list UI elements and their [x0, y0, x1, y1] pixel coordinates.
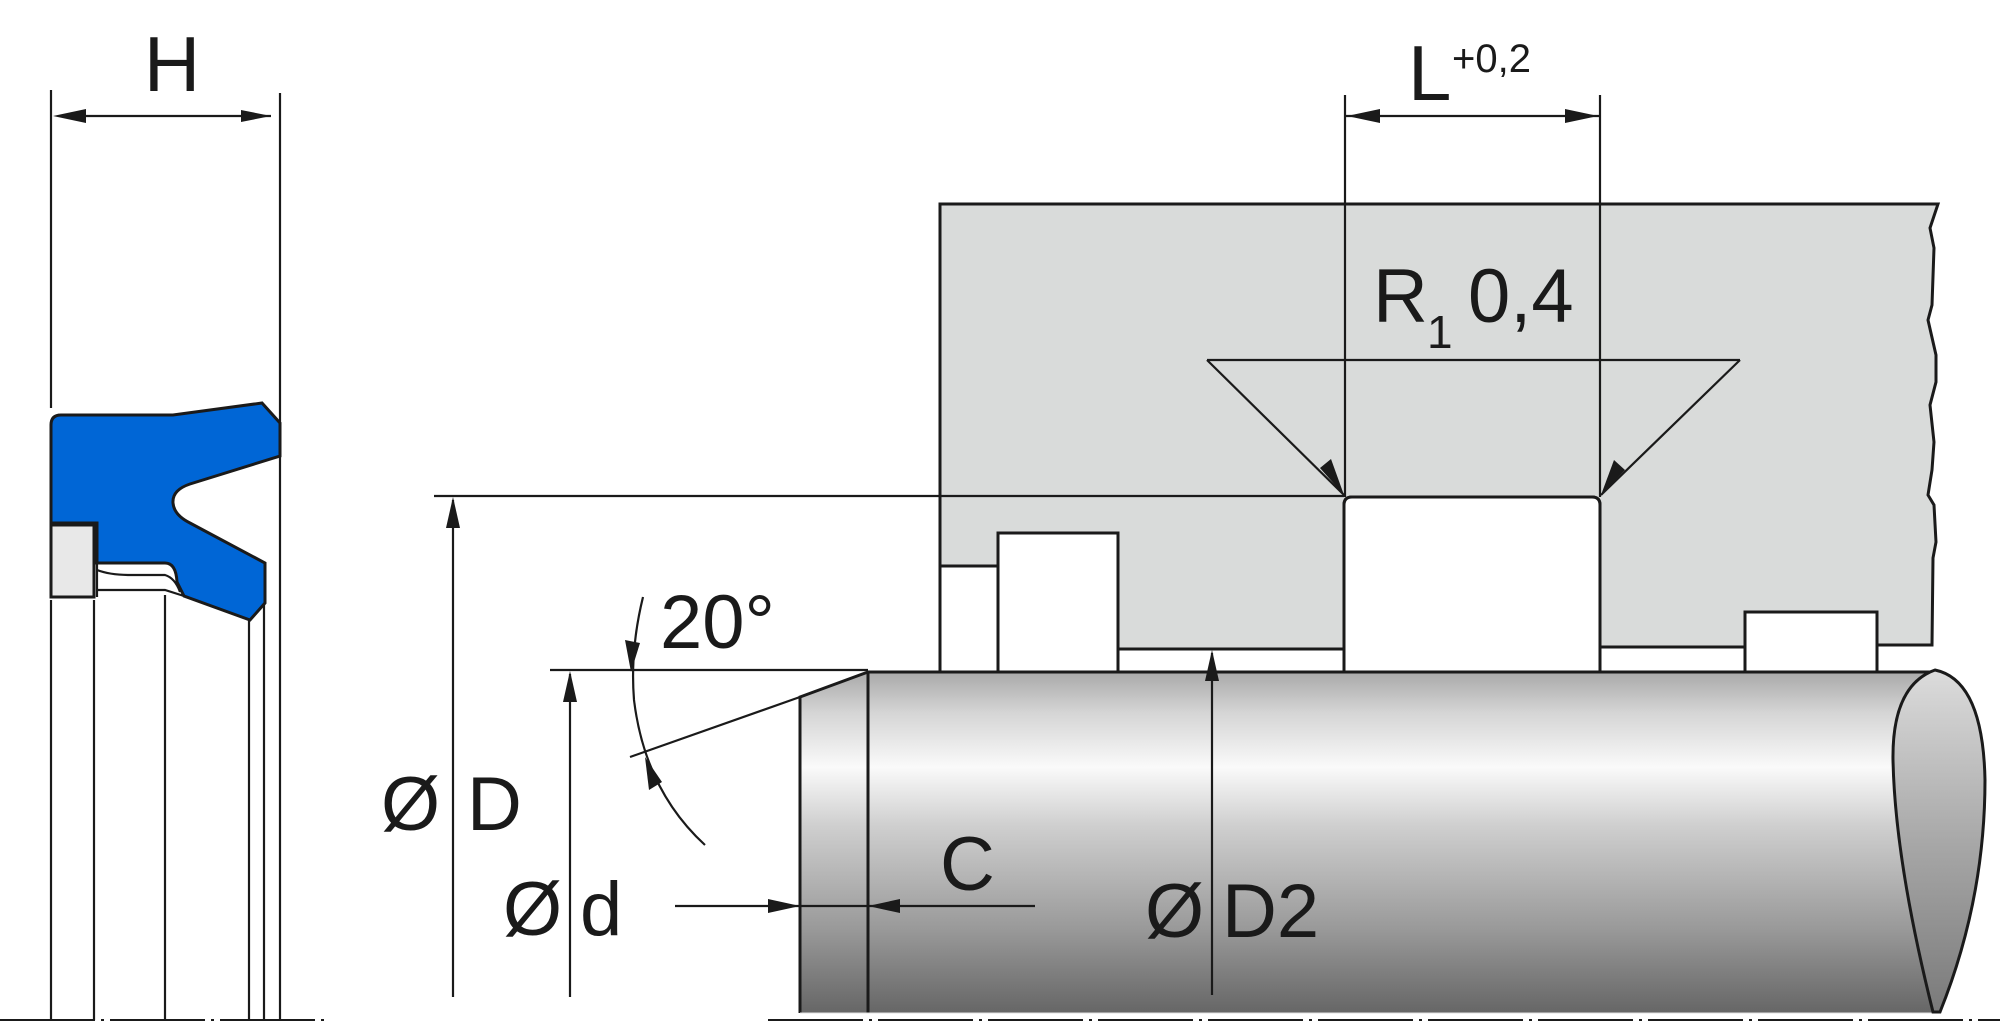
- angle-arc: [631, 596, 706, 846]
- radius-value: 0,4: [1468, 254, 1574, 339]
- pocket-4: [1598, 645, 1747, 674]
- radius-subscript: 1: [1427, 306, 1453, 358]
- seal-profile-view: H: [0, 20, 330, 1021]
- d-outer-symbol: Ø: [381, 762, 440, 847]
- d2-arrowhead: [1205, 650, 1219, 681]
- installation-view: Ø D Ø d 20° C Ø D2 L +0,2: [381, 29, 2000, 1021]
- d-outer-arrowhead: [446, 497, 460, 528]
- d-inner-symbol: Ø: [503, 867, 562, 952]
- rod: [800, 672, 1933, 1013]
- c-arrowhead-left: [768, 899, 800, 913]
- radius-leader-right: [1600, 359, 1741, 496]
- seal-lip-detail: [96, 568, 182, 593]
- pocket-2: [996, 531, 1120, 674]
- l-tolerance: +0,2: [1452, 37, 1531, 81]
- pocket-1: [938, 564, 1000, 674]
- pocket-3: [1116, 647, 1346, 674]
- backup-ring: [49, 523, 96, 599]
- seal-lip-base: [97, 588, 185, 598]
- chamfer-extension: [629, 695, 801, 759]
- d-inner-arrowhead: [563, 671, 577, 702]
- angle-label: 20°: [660, 580, 775, 665]
- pocket-5: [1743, 610, 1879, 674]
- seal-groove: [1342, 495, 1602, 672]
- c-arrowhead-right: [868, 899, 900, 913]
- l-label: L: [1408, 29, 1451, 117]
- seal-body: [49, 401, 282, 622]
- radius-arrowhead-right: [1601, 460, 1625, 495]
- radius-arrowhead-left: [1320, 459, 1344, 495]
- l-arrowhead-right: [1565, 109, 1598, 123]
- radius-leader-left: [1206, 359, 1345, 496]
- rod-end-cap: [1891, 668, 1987, 1014]
- d-outer-label: D: [467, 762, 522, 847]
- d2-label: D2: [1222, 869, 1319, 954]
- rod-outline: [798, 670, 1933, 1013]
- d-inner-label: d: [580, 867, 622, 952]
- angle-arrowhead-bottom: [645, 757, 662, 790]
- l-arrowhead-left: [1347, 109, 1380, 123]
- d2-symbol: Ø: [1145, 869, 1204, 954]
- c-label: C: [940, 822, 995, 907]
- angle-arrowhead-top: [625, 640, 640, 672]
- radius-symbol: R: [1373, 254, 1428, 339]
- h-label: H: [144, 20, 200, 108]
- h-arrowhead-left: [53, 109, 86, 123]
